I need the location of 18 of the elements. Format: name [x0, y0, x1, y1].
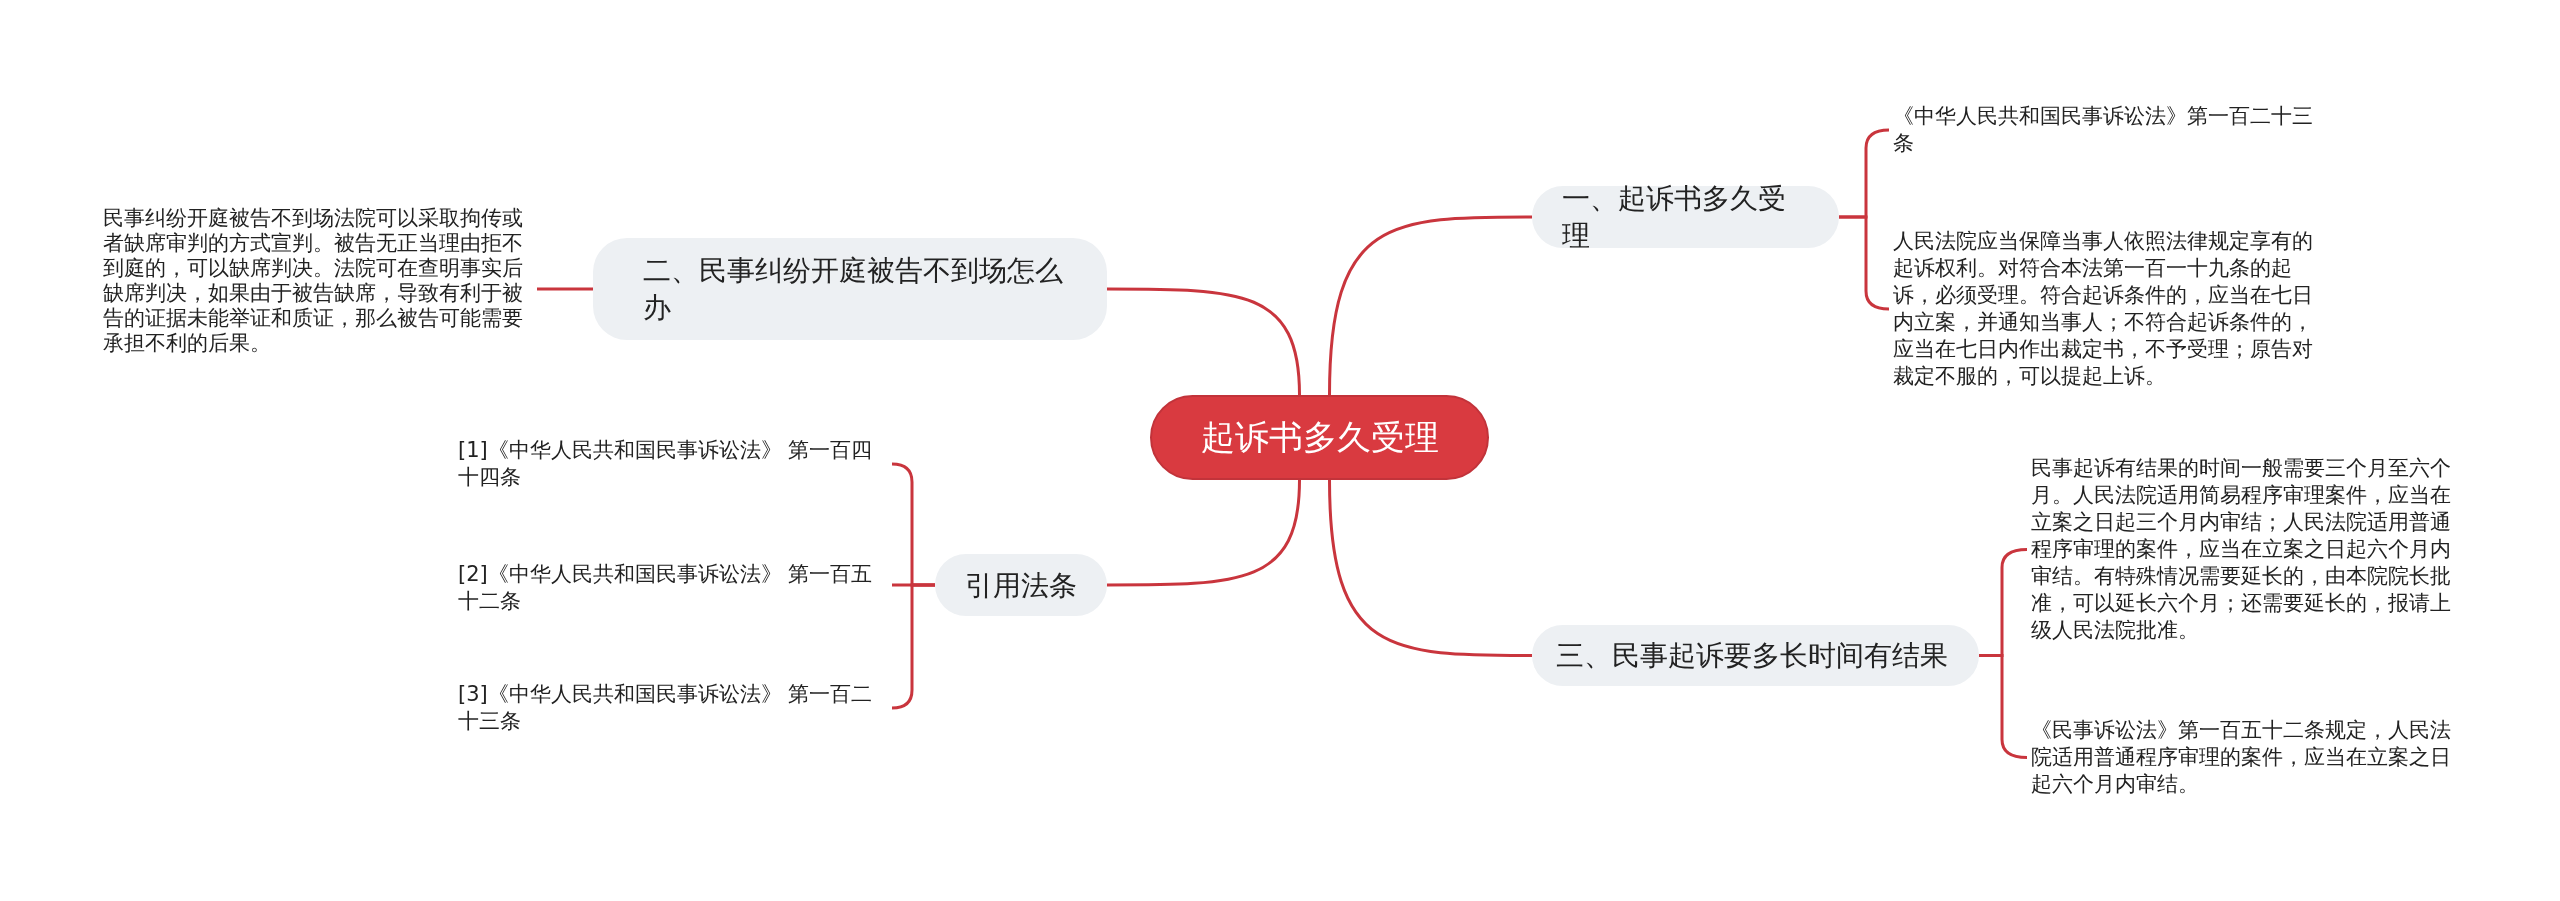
note-text: 《民事诉讼法》第一百五十二条规定，人民法院适用普通程序审理的案件，应当在立案之日起六个月内审结。	[2031, 717, 2461, 798]
connector-line	[1107, 479, 1301, 587]
note-text: 民事纠纷开庭被告不到场法院可以采取拘传或者缺席审判的方式宣判。被告无正当理由拒不到庭的，可以缺席判决。法院可在查明事实后缺席判决，如果由于被告缺席，导致有利于被告的证据未能举证和质证，那么被告可能需要承担不利的后果。	[103, 206, 533, 356]
note-text: 民事起诉有结果的时间一般需要三个月至六个月。人民法院适用简易程序审理案件，应当在立案之日起三个月内审结；人民法院适用普通程序审理的案件，应当在立案之日起六个月内审结。有特殊情况需要延长的，由本院院长批准，可以延长六个月；还需要延长的，报请上级人民法院批准。	[2031, 455, 2461, 644]
note-text: [1]《中华人民共和国民事诉讼法》 第一百四十四条	[458, 437, 888, 491]
central-topic-box: 起诉书多久受理	[1150, 395, 1489, 480]
topic-box: 一、起诉书多久受理	[1532, 186, 1839, 248]
note-text: [2]《中华人民共和国民事诉讼法》 第一百五十二条	[458, 561, 888, 615]
connector-line	[1328, 215, 1532, 396]
topic-box: 引用法条	[935, 554, 1107, 616]
note-text: 人民法院应当保障当事人依照法律规定享有的起诉权利。对符合本法第一百一十九条的起诉，必须受理。符合起诉条件的，应当在七日内立案，并通知当事人；不符合起诉条件的，应当在七日内作出裁定书，不予受理；原告对裁定不服的，可以提起上诉。	[1893, 228, 2323, 390]
note-text: [3]《中华人民共和国民事诉讼法》 第一百二十三条	[458, 681, 888, 735]
connector-line	[1328, 479, 1532, 657]
connector-line	[1107, 287, 1301, 396]
connector-line	[537, 287, 593, 291]
topic-box: 二、民事纠纷开庭被告不到场怎么办	[593, 238, 1107, 340]
note-text: 《中华人民共和国民事诉讼法》第一百二十三条	[1893, 103, 2323, 157]
topic-box: 三、民事起诉要多长时间有结果	[1532, 625, 1979, 686]
